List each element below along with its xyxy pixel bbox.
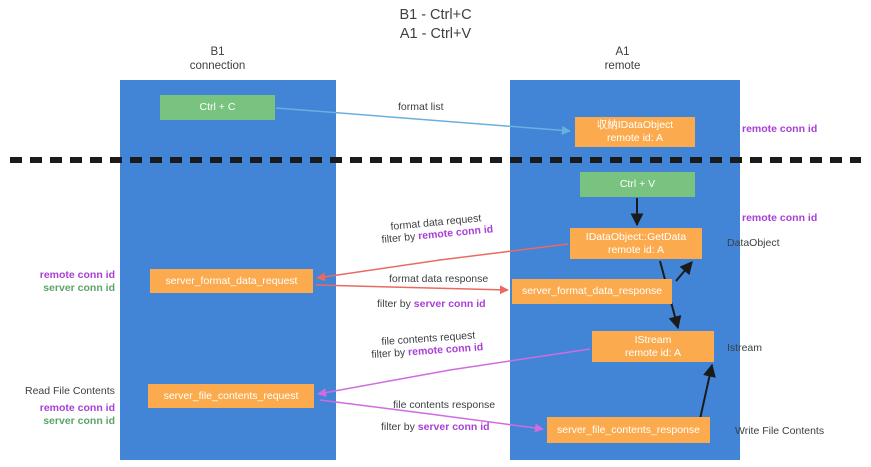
label-format-data-response: format data response	[389, 273, 489, 285]
box-server-format-data-response[interactable]: server_format_data_response	[512, 279, 672, 304]
label-format-data-response-filter: filter by server conn id	[377, 298, 486, 311]
side-label-remote-conn-id: remote conn id	[39, 402, 115, 414]
arrow-fmt-response-to-getdata	[675, 261, 693, 282]
side-label-server-conn-id: server conn id	[43, 415, 115, 427]
filter-prefix: filter by	[381, 230, 419, 246]
arrow-format-data-request	[316, 243, 569, 282]
arrow-file-contents-response	[319, 399, 544, 433]
side-label-write-file-contents: Write File Contents	[735, 425, 825, 437]
phase-divider	[10, 157, 861, 163]
arrow-format-data-response	[315, 284, 509, 295]
box-server-format-data-request[interactable]: server_format_data_request	[150, 269, 313, 293]
page-title: B1 - Ctrl+C A1 - Ctrl+V	[399, 7, 472, 42]
filter-prefix: filter by	[377, 298, 414, 310]
label-format-list: format list	[398, 101, 444, 113]
box-ctrl-c[interactable]: Ctrl + C	[160, 95, 275, 120]
box-istream[interactable]: IStream remote id: A	[592, 331, 714, 362]
side-label-server-conn-id: server conn id	[43, 282, 115, 294]
side-label-remote-conn-id: remote conn id	[39, 269, 115, 281]
filter-id-server-conn: server conn id	[417, 421, 490, 433]
side-label-dataobject: DataObject	[727, 237, 780, 249]
label-file-contents-response: file contents response	[393, 399, 496, 411]
arrow-file-response-to-istream	[699, 363, 716, 420]
column-header-b1: B1 connection	[189, 46, 246, 72]
side-label-read-file-contents: Read File Contents	[25, 385, 115, 397]
box-idataobject[interactable]: 収納IDataObject remote id: A	[575, 117, 695, 147]
box-idataobject-getdata[interactable]: IDataObject::GetData remote id: A	[570, 228, 702, 259]
arrow-file-contents-request	[317, 348, 591, 397]
box-server-file-contents-request[interactable]: server_file_contents_request	[148, 384, 314, 408]
box-server-file-contents-response[interactable]: server_file_contents_response	[547, 417, 710, 443]
filter-prefix: filter by	[371, 346, 409, 361]
side-label-remote-conn-id-mid: remote conn id	[742, 212, 818, 224]
label-file-contents-response-filter: filter by server conn id	[381, 421, 490, 434]
box-ctrl-v[interactable]: Ctrl + V	[580, 172, 695, 197]
side-label-remote-conn-id-top: remote conn id	[742, 123, 818, 135]
arrow-format-list	[275, 107, 571, 135]
filter-id-server-conn: server conn id	[413, 298, 486, 310]
column-header-a1: A1 remote	[604, 46, 641, 72]
filter-prefix: filter by	[381, 421, 418, 433]
side-label-istream: Istream	[727, 342, 763, 354]
